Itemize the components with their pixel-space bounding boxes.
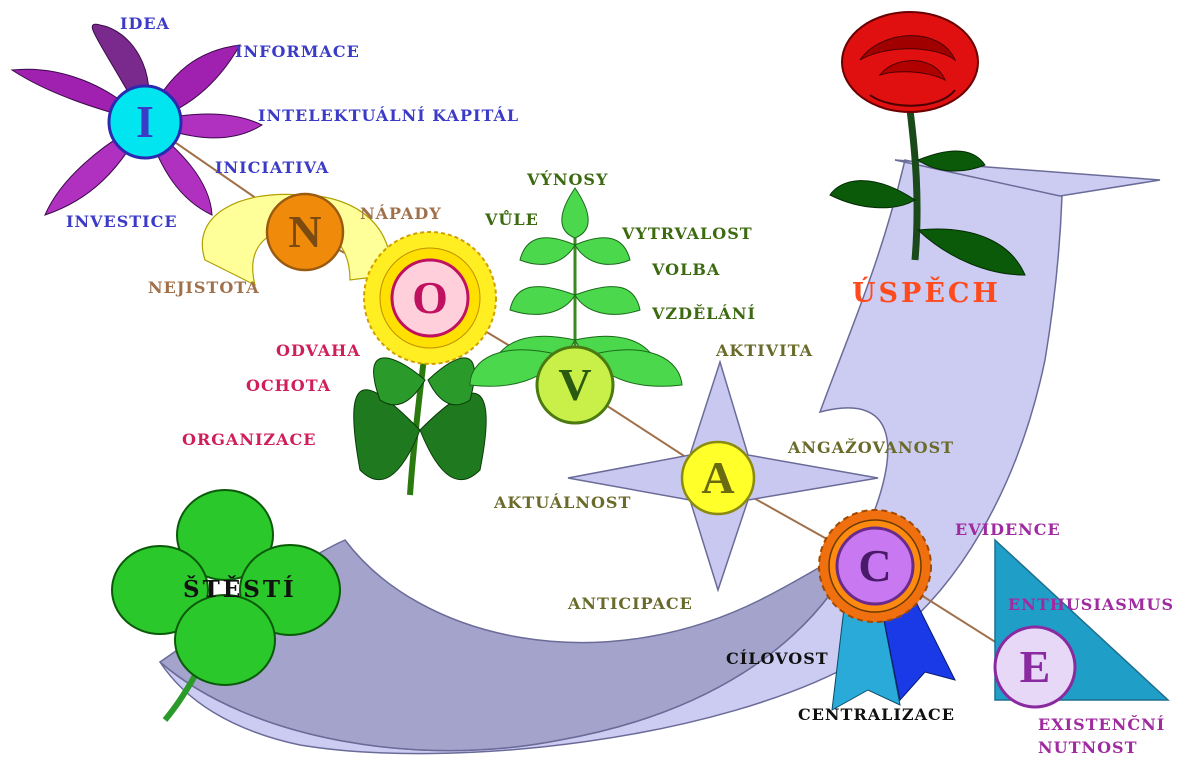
label-aktualnost: AKTUÁLNOST xyxy=(494,495,631,511)
label-idea: IDEA xyxy=(120,16,170,32)
label-intelektualni-kapital: INTELEKTUÁLNÍ KAPITÁL xyxy=(258,108,519,124)
label-vytrvalost: VYTRVALOST xyxy=(622,226,753,242)
label-vynosy: VÝNOSY xyxy=(527,172,608,188)
letter-o: O xyxy=(392,260,468,336)
letter-n: N xyxy=(267,194,343,270)
label-enthusiasmus: ENTHUSIASMUS xyxy=(1008,597,1174,613)
label-angazovanost: ANGAŽOVANOST xyxy=(788,440,954,456)
label-investice: INVESTICE xyxy=(66,214,178,230)
label-napady: NÁPADY xyxy=(360,206,442,222)
label-aktivita: AKTIVITA xyxy=(716,343,813,359)
label-organizace: ORGANIZACE xyxy=(182,432,316,448)
label-cilovost: CÍLOVOST xyxy=(726,651,829,667)
label-anticipace: ANTICIPACE xyxy=(568,596,693,612)
letter-e: E xyxy=(995,627,1075,707)
label-iniciativa: INICIATIVA xyxy=(215,160,329,176)
label-nejistota: NEJISTOTA xyxy=(148,280,260,296)
label-existencni-nutnost: EXISTENČNÍ NUTNOST xyxy=(1038,713,1165,759)
label-centralizace: CENTRALIZACE xyxy=(798,707,955,723)
label-ochota: OCHOTA xyxy=(246,378,331,394)
label-stesti: ŠTĚSTÍ xyxy=(183,578,297,601)
letter-i: I xyxy=(109,86,181,158)
letter-a: A xyxy=(682,442,754,514)
label-vzdelani: VZDĚLÁNÍ xyxy=(652,306,756,322)
label-informace: INFORMACE xyxy=(235,44,360,60)
label-vule: VŮLE xyxy=(485,212,539,228)
label-uspech: ÚSPĚCH xyxy=(852,280,1001,307)
label-odvaha: ODVAHA xyxy=(276,343,361,359)
label-volba: VOLBA xyxy=(652,262,720,278)
label-evidence: EVIDENCE xyxy=(955,522,1061,538)
letter-v: V xyxy=(537,347,613,423)
letter-c: C xyxy=(837,528,913,604)
